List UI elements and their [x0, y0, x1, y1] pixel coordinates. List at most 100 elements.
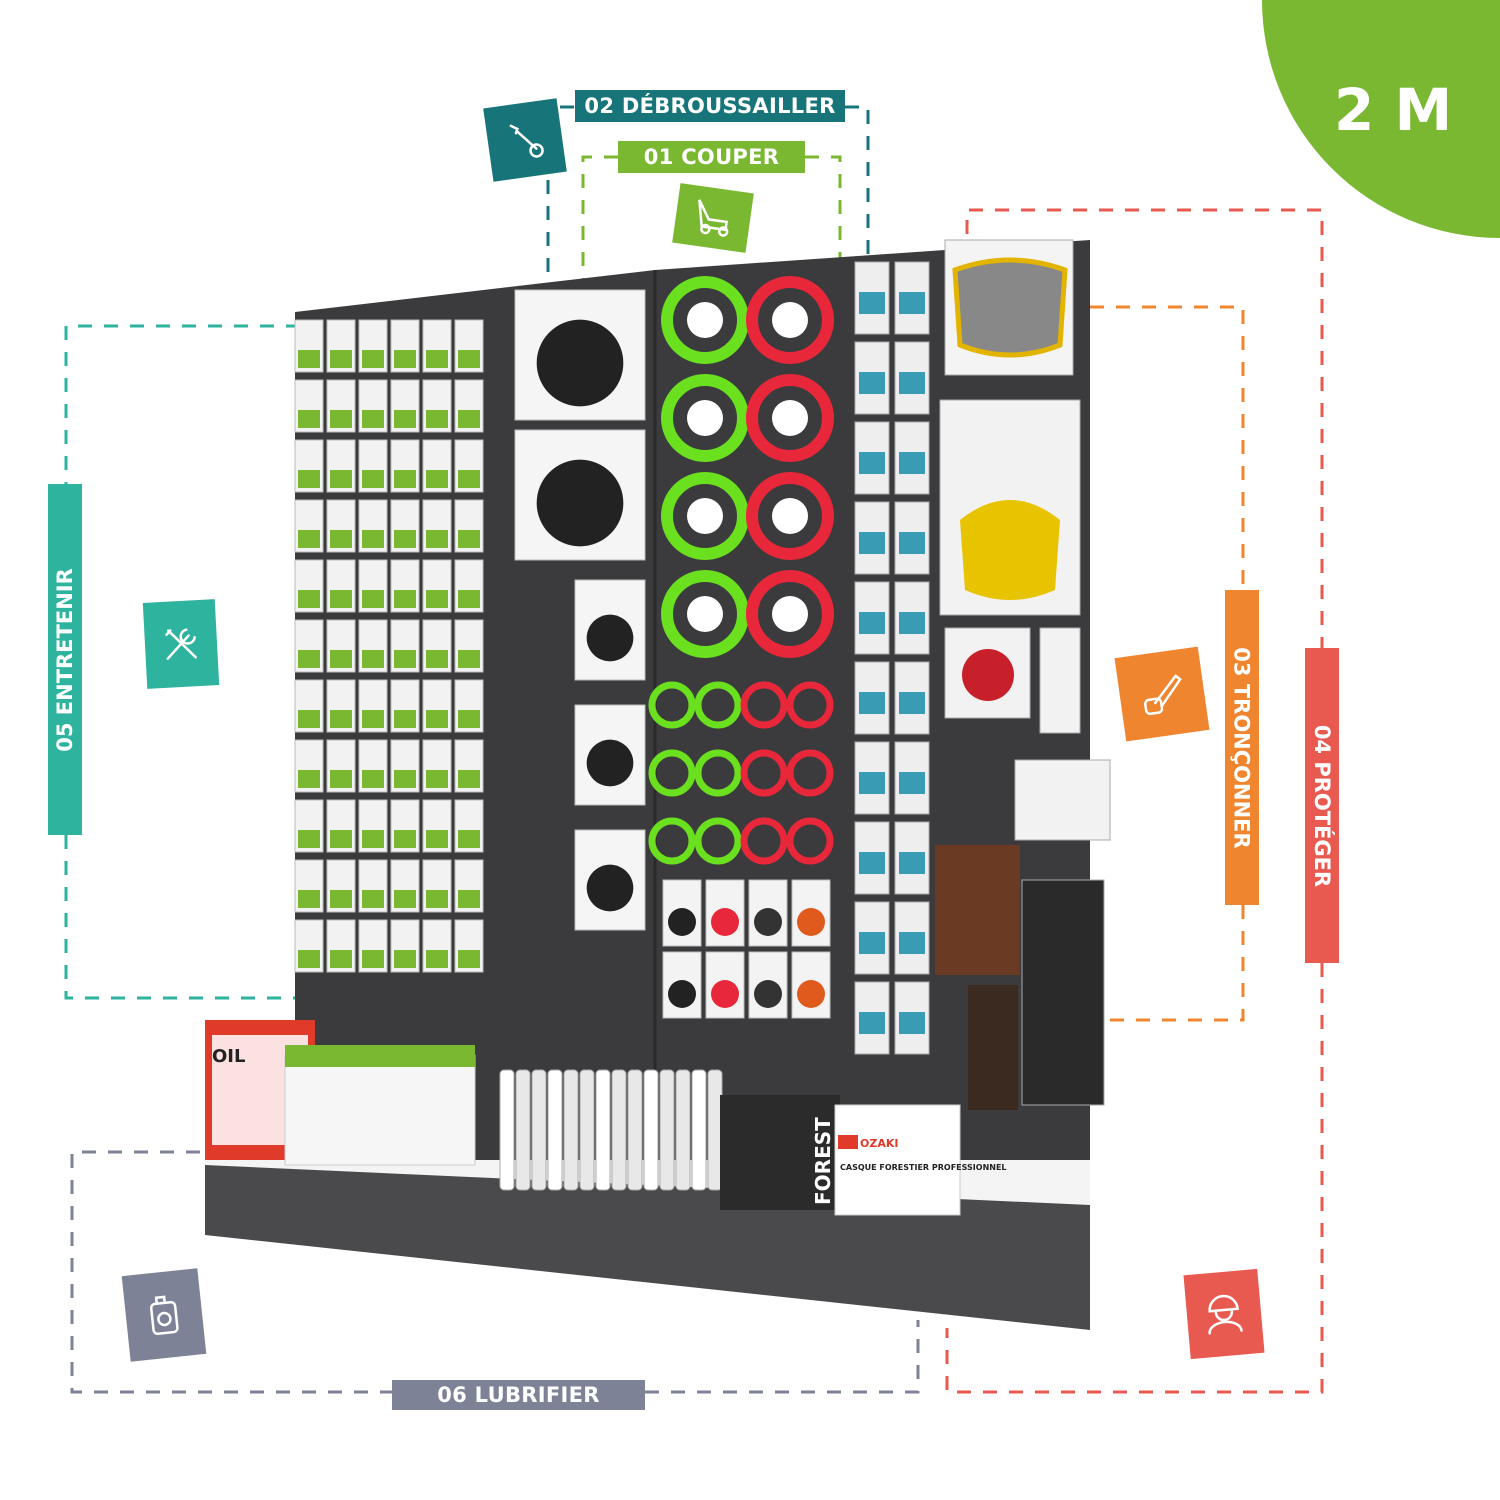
frame-entretenir: [64, 324, 300, 1000]
blister-pack-accent: [298, 650, 320, 668]
blister-pack-accent: [330, 470, 352, 488]
forest-box-label: FOREST: [811, 1117, 835, 1205]
blister-pack-accent: [394, 890, 416, 908]
category-label-couper: 01 COUPER: [618, 141, 805, 173]
blister-pack-accent: [394, 530, 416, 548]
small-spool: [786, 817, 834, 865]
lubricant-bottle: [515, 1069, 531, 1191]
blister-pack-accent: [426, 890, 448, 908]
blister-pack-accent: [458, 950, 480, 968]
chain-pack-label: [899, 772, 925, 794]
blister-pack-accent: [458, 470, 480, 488]
blister-pack-accent: [394, 710, 416, 728]
category-label-lubrifier: 06 LUBRIFIER: [392, 1380, 645, 1410]
brand-label: OZAKI: [860, 1137, 898, 1150]
blister-pack-accent: [394, 410, 416, 428]
frame-couper: [581, 155, 842, 282]
blister-pack-accent: [394, 350, 416, 368]
blister-pack-accent: [298, 530, 320, 548]
blister-pack-accent: [362, 770, 384, 788]
blister-pack-accent: [394, 830, 416, 848]
blister-pack-accent: [330, 770, 352, 788]
lubricant-bottle: [595, 1069, 611, 1191]
blister-pack-accent: [330, 710, 352, 728]
blister-pack-accent: [426, 710, 448, 728]
blade: [536, 319, 624, 407]
sharpener-pack: [968, 985, 1018, 1110]
blister-pack-accent: [362, 950, 384, 968]
kit-boxes: [284, 1054, 476, 1166]
blister-pack-accent: [426, 590, 448, 608]
helmet-box: [834, 1104, 961, 1216]
lubricant-bottle: [531, 1069, 547, 1191]
lubricant-bottle: [563, 1069, 579, 1191]
small-spool: [694, 681, 742, 729]
forest-box: [720, 1095, 840, 1210]
chain-pack-label: [899, 532, 925, 554]
file-kit-pack: [935, 845, 1020, 975]
blister-pack-accent: [330, 830, 352, 848]
line-spool: [746, 374, 834, 462]
category-label-proteger: 04 PROTÉGER: [1305, 648, 1339, 963]
blister-pack-accent: [362, 350, 384, 368]
trimmer-head: [797, 908, 825, 936]
lubricant-bottle: [659, 1069, 675, 1191]
blister-pack-accent: [426, 350, 448, 368]
trimmer-head: [668, 908, 696, 936]
blister-pack-accent: [458, 590, 480, 608]
small-spool: [786, 749, 834, 797]
blade: [586, 864, 634, 912]
blister-pack-accent: [458, 710, 480, 728]
size-badge-text: 2 M: [1334, 76, 1453, 144]
tronconner-text: 03 TRONÇONNER: [1230, 646, 1255, 849]
blister-pack-accent: [330, 950, 352, 968]
spool-label: [687, 596, 723, 632]
blister-pack-accent: [362, 590, 384, 608]
frame-debroussailler: [546, 105, 870, 272]
blister-pack-accent: [330, 590, 352, 608]
trimmer-head: [797, 980, 825, 1008]
spool-label: [772, 400, 808, 436]
trimmer-head: [754, 980, 782, 1008]
trimmer-head: [754, 908, 782, 936]
trimmer-head: [711, 980, 739, 1008]
blister-pack-accent: [298, 590, 320, 608]
lubricant-bottle: [579, 1069, 595, 1191]
forestry-helmet-icon: [1183, 1268, 1265, 1360]
spool-label: [687, 400, 723, 436]
spool-label: [687, 498, 723, 534]
spool-label: [772, 596, 808, 632]
blister-pack-accent: [394, 770, 416, 788]
chain-pack-label: [859, 852, 885, 874]
blister-pack-accent: [426, 410, 448, 428]
blister-pack-accent: [458, 530, 480, 548]
small-spool: [694, 749, 742, 797]
blister-pack-accent: [298, 410, 320, 428]
chain-pack-label: [859, 1012, 885, 1034]
visor: [952, 257, 1068, 358]
blister-pack-accent: [362, 470, 384, 488]
blister-pack-accent: [426, 950, 448, 968]
blister-pack-accent: [458, 770, 480, 788]
blister-pack-accent: [298, 890, 320, 908]
blister-pack-accent: [298, 710, 320, 728]
blister-pack-accent: [458, 350, 480, 368]
blister-pack-accent: [458, 830, 480, 848]
blister-pack-accent: [330, 410, 352, 428]
blister-pack-accent: [426, 530, 448, 548]
chain-pack-label: [859, 532, 885, 554]
small-spool: [648, 749, 696, 797]
blister-pack-accent: [362, 410, 384, 428]
blister-pack-accent: [298, 770, 320, 788]
blister-pack-accent: [362, 890, 384, 908]
spool-label: [772, 302, 808, 338]
lubricant-bottle: [499, 1069, 515, 1191]
line-spool: [746, 472, 834, 560]
blister-pack-accent: [298, 350, 320, 368]
chain-pack-label: [899, 1012, 925, 1034]
small-spool: [740, 681, 788, 729]
chain-pack-label: [859, 372, 885, 394]
brush-cutter-icon: [483, 98, 567, 182]
